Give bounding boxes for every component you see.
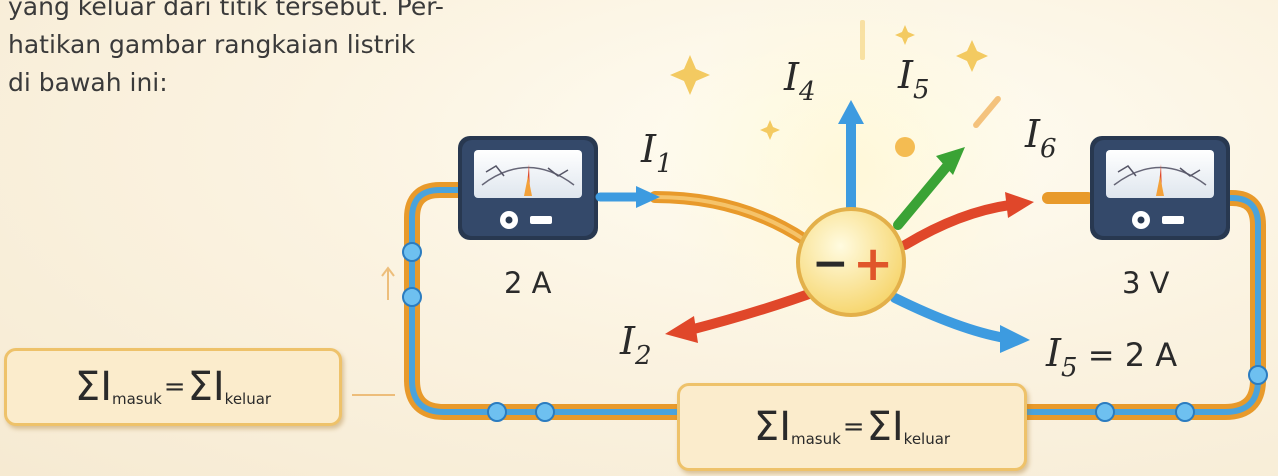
label-i2: I2 <box>619 319 652 371</box>
arrow-i2 <box>665 285 825 343</box>
junction-minus: − <box>812 238 849 289</box>
junction-plus: + <box>853 236 893 292</box>
current-symbol: I <box>212 364 225 410</box>
current-symbol: I <box>779 404 791 450</box>
arrow-i1 <box>595 186 660 208</box>
current-symbol: I <box>100 364 112 410</box>
intro-line-3: di bawah ini: <box>8 68 168 97</box>
arrow-i6 <box>900 192 1034 250</box>
label-i5-value: I5 = 2 A <box>1045 331 1177 383</box>
intro-line-1: yang keluar dari titik tersebut. Per- <box>8 0 444 21</box>
current-symbol: I <box>891 404 904 450</box>
voltmeter <box>1090 136 1230 240</box>
sigma-symbol: Σ <box>753 404 780 450</box>
intro-line-2: hatikan gambar rangkaian listrik <box>8 30 416 59</box>
sigma-symbol: Σ <box>74 364 101 410</box>
arrow-i5-green <box>893 147 965 230</box>
subscript-masuk: masuk <box>790 430 841 448</box>
ammeter <box>458 136 598 240</box>
arrow-i4 <box>838 100 864 217</box>
ammeter-reading: 2 A <box>504 266 552 300</box>
flow-hints <box>352 266 395 396</box>
voltmeter-reading: 3 V <box>1122 266 1170 300</box>
subscript-keluar: keluar <box>903 430 951 448</box>
wire-nodes <box>402 242 1268 422</box>
sigma-symbol: Σ <box>866 404 892 450</box>
junction-node <box>796 207 906 317</box>
sparkles <box>670 20 1001 157</box>
subscript-masuk: masuk <box>111 390 162 408</box>
equals-sign: = <box>842 412 865 442</box>
intro-text: yang keluar dari titik tersebut. Per- ha… <box>8 0 608 102</box>
equals-sign: = <box>163 372 186 402</box>
sigma-symbol: Σ <box>187 364 213 410</box>
subscript-keluar: keluar <box>224 390 272 408</box>
arrow-i5-blue <box>890 293 1030 353</box>
